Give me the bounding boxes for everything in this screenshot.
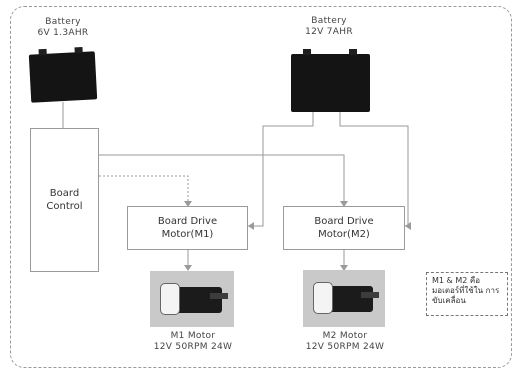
board-control-box: Board Control (30, 128, 99, 272)
motor-note: M1 & M2 คือ มอเตอร์ที่ใช้ใน การขับเคลื่อ… (426, 272, 508, 316)
battery-small-spec: 6V 1.3AHR (20, 28, 106, 39)
motor-m1-label: M1 Motor 12V 50RPM 24W (134, 331, 252, 353)
drive-m1-line1: Board Drive (158, 215, 217, 228)
motor-m2-image (303, 270, 385, 327)
motor-m1-line2: 12V 50RPM 24W (134, 342, 252, 353)
wire-control-m1 (99, 176, 188, 206)
drive-m1-line2: Motor(M1) (158, 228, 217, 241)
wire-control-m2 (99, 155, 344, 206)
battery-large-icon (291, 54, 370, 112)
motor-m2-line2: 12V 50RPM 24W (286, 342, 404, 353)
battery-small-icon (29, 51, 97, 102)
drive-m2-line2: Motor(M2) (314, 228, 373, 241)
arrow-m1-side (248, 222, 254, 230)
board-control-line2: Control (46, 200, 82, 213)
battery-small-title: Battery (20, 17, 106, 28)
motor-m2-label: M2 Motor 12V 50RPM 24W (286, 331, 404, 353)
motor-m1-image (150, 271, 234, 327)
battery-large-title: Battery (286, 16, 372, 27)
battery-small-label: Battery 6V 1.3AHR (20, 17, 106, 39)
battery-large-label: Battery 12V 7AHR (286, 16, 372, 38)
board-control-line1: Board (46, 187, 82, 200)
motor-m1-line1: M1 Motor (134, 331, 252, 342)
battery-large-spec: 12V 7AHR (286, 27, 372, 38)
drive-m1-box: Board Drive Motor(M1) (127, 206, 248, 250)
drive-m2-box: Board Drive Motor(M2) (283, 206, 405, 250)
drive-m2-line1: Board Drive (314, 215, 373, 228)
motor-m2-line1: M2 Motor (286, 331, 404, 342)
